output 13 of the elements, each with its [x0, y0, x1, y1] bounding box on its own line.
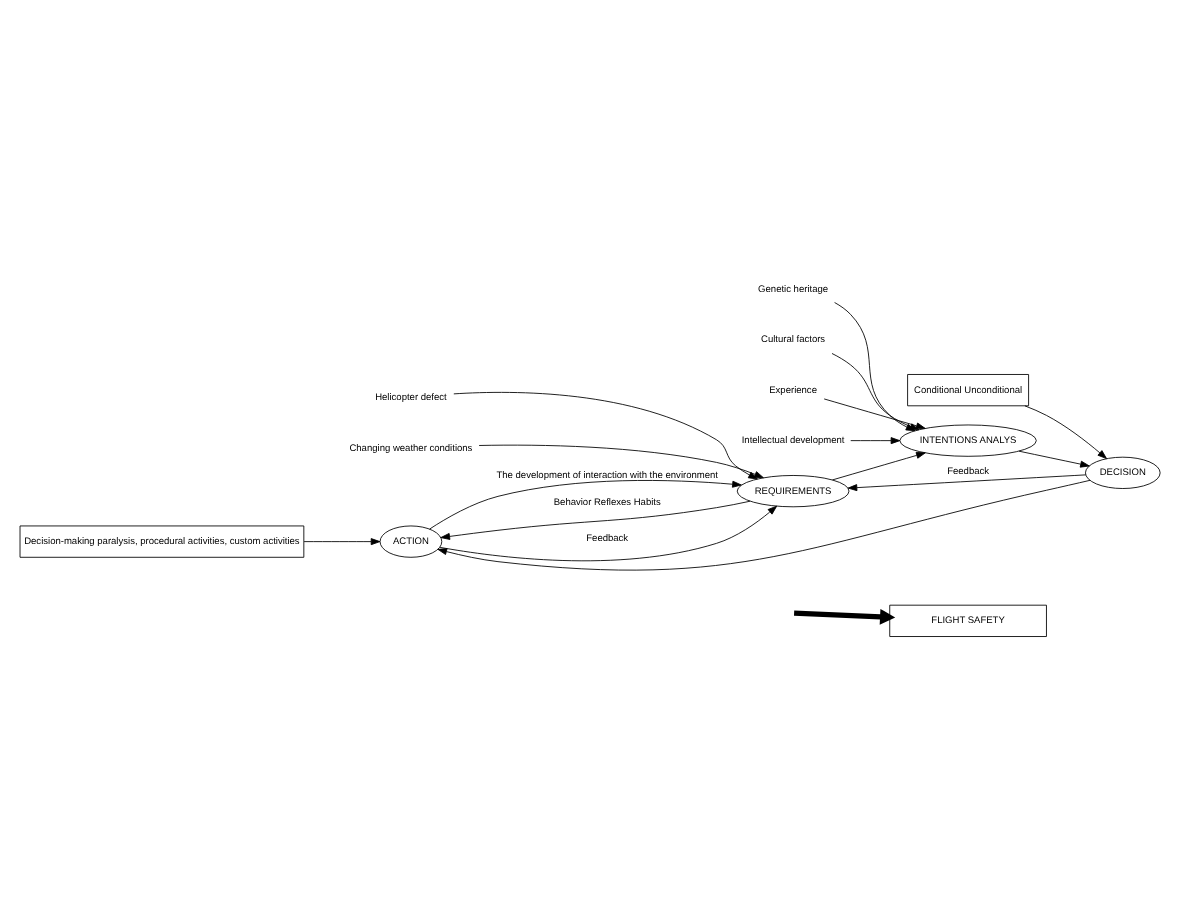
arrow — [478, 443, 764, 478]
arrow — [453, 391, 758, 479]
arrow — [832, 450, 926, 480]
arrow — [429, 479, 742, 529]
arrow — [1024, 404, 1107, 459]
arrow — [303, 537, 381, 545]
arrow — [440, 499, 751, 539]
arrow — [1018, 449, 1090, 467]
arrow — [850, 436, 901, 444]
arrow — [437, 478, 1091, 570]
arrow — [847, 473, 1087, 491]
arrow — [439, 504, 778, 561]
arrow — [794, 607, 896, 624]
